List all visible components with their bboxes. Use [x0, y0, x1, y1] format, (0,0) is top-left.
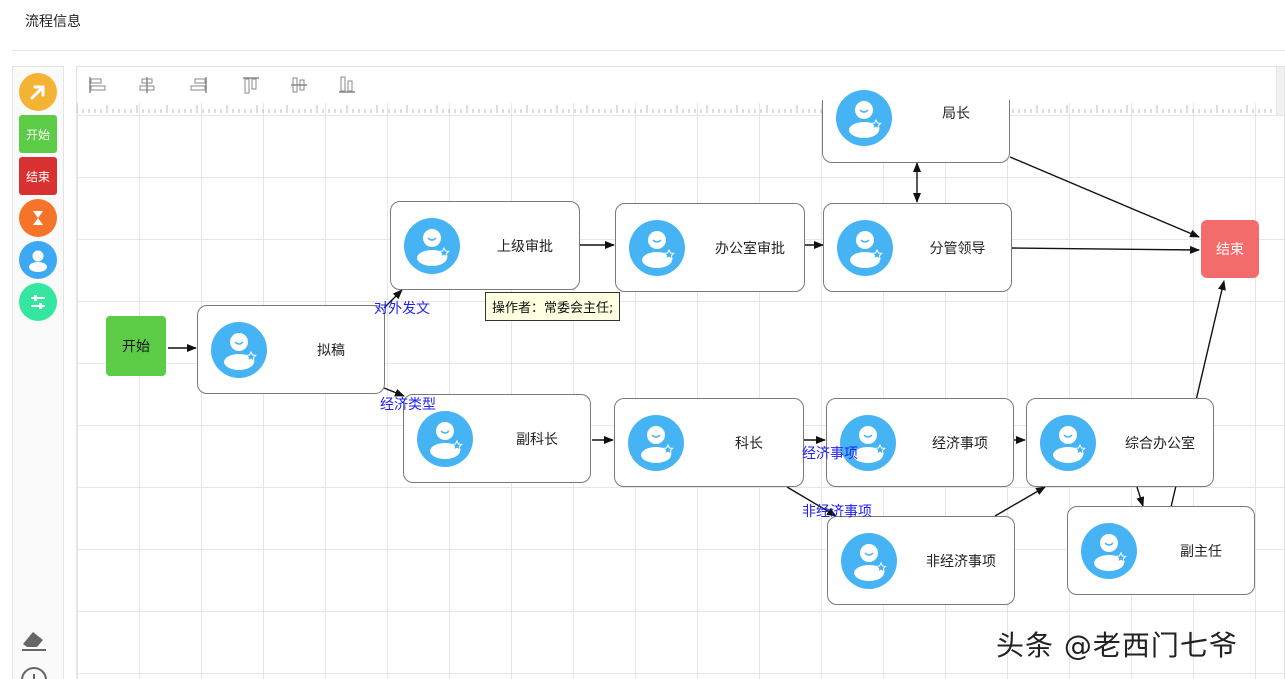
node-superior-approval[interactable]: 上级审批: [390, 201, 580, 290]
timer-icon: [19, 199, 57, 237]
user-avatar-icon: [840, 414, 896, 471]
start-node[interactable]: 开始: [106, 316, 166, 376]
node-label: 副主任: [1180, 543, 1222, 560]
node-office-approval[interactable]: 办公室审批: [615, 203, 805, 292]
user-avatar-icon: [417, 410, 473, 467]
user-avatar-icon: [1081, 522, 1137, 579]
node-deputy-director[interactable]: 副主任: [1067, 506, 1255, 595]
node-leader-in-charge[interactable]: 分管领导: [823, 203, 1012, 292]
user-avatar-icon: [211, 321, 267, 378]
node-label: 科长: [735, 435, 763, 452]
palette-start-label: 开始: [19, 115, 57, 153]
node-non-economic-matters[interactable]: 非经济事项: [827, 516, 1015, 605]
page-title: 流程信息: [25, 14, 81, 30]
palette-start-node[interactable]: 开始: [19, 115, 57, 153]
edge-label-external-doc[interactable]: 对外发文: [374, 301, 430, 317]
node-economic-matters[interactable]: 经济事项: [826, 398, 1014, 487]
palette-end-node[interactable]: 结束: [19, 157, 57, 195]
settings-slider-icon: [19, 283, 57, 321]
user-avatar-icon: [1040, 414, 1096, 471]
align-center-icon[interactable]: [137, 75, 157, 95]
user-avatar-icon: [404, 217, 460, 274]
node-label: 办公室审批: [715, 240, 785, 257]
node-label: 非经济事项: [926, 553, 996, 570]
node-director[interactable]: 局长: [822, 90, 1010, 163]
top-ruler: [77, 105, 1284, 113]
watermark: 头条 @老西门七爷: [996, 629, 1238, 662]
node-general-office[interactable]: 综合办公室: [1026, 398, 1214, 487]
palette-settings-node[interactable]: [19, 283, 57, 321]
align-left-icon[interactable]: [87, 75, 107, 95]
palette-end-label: 结束: [19, 157, 57, 195]
user-avatar-icon: [836, 90, 892, 146]
palette-select-tool[interactable]: [19, 73, 57, 111]
edge-label-non-economic-matters[interactable]: 非经济事项: [802, 504, 872, 520]
operator-tooltip: 操作者：常委会主任;: [485, 292, 621, 321]
user-avatar-icon: [841, 532, 897, 589]
align-middle-icon[interactable]: [289, 75, 309, 95]
end-node[interactable]: 结束: [1201, 220, 1259, 278]
vertical-scrollbar[interactable]: [1276, 67, 1284, 115]
node-palette: 开始 结束: [12, 66, 64, 679]
node-label: 综合办公室: [1125, 435, 1195, 452]
node-label: 副科长: [516, 431, 558, 448]
node-deputy-section-chief[interactable]: 副科长: [403, 394, 591, 483]
node-label: 经济事项: [932, 435, 988, 452]
align-top-icon[interactable]: [241, 75, 261, 95]
zoom-icon[interactable]: [17, 663, 51, 679]
node-draft[interactable]: 拟稿: [197, 305, 385, 394]
user-task-icon: [19, 241, 57, 279]
select-arrow-icon: [19, 73, 57, 111]
node-label: 分管领导: [929, 240, 986, 257]
align-right-icon[interactable]: [189, 75, 209, 95]
user-avatar-icon: [628, 414, 684, 471]
node-label: 上级审批: [497, 238, 553, 255]
user-avatar-icon: [629, 219, 685, 276]
align-bottom-icon[interactable]: [337, 75, 357, 95]
eraser-icon[interactable]: [17, 622, 51, 656]
node-section-chief[interactable]: 科长: [614, 398, 804, 487]
user-avatar-icon: [837, 219, 893, 276]
edge-label-economic-matters[interactable]: 经济事项: [802, 446, 858, 462]
palette-timer-node[interactable]: [19, 199, 57, 237]
node-label: 局长: [942, 106, 970, 122]
edge-label-economic-type[interactable]: 经济类型: [380, 397, 436, 413]
palette-user-task-node[interactable]: [19, 241, 57, 279]
node-label: 拟稿: [317, 342, 345, 359]
title-divider: [12, 50, 1285, 51]
alignment-toolbar: [77, 67, 1284, 103]
